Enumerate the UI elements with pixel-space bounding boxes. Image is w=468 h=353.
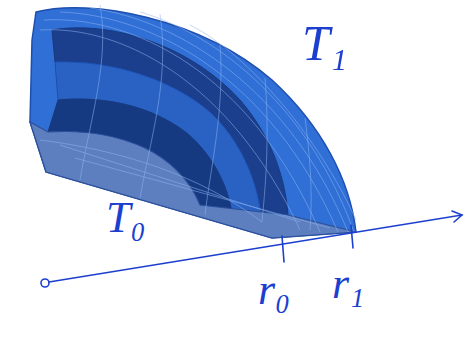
radius-axis: [41, 211, 462, 287]
axis-label: T₀: [106, 196, 146, 240]
mesh-lines: [40, 5, 356, 232]
outer-shell: [30, 8, 356, 238]
axis-label: r₀: [258, 268, 290, 312]
axis-label: T₁: [302, 18, 347, 68]
axis-label: r₁: [332, 262, 364, 306]
